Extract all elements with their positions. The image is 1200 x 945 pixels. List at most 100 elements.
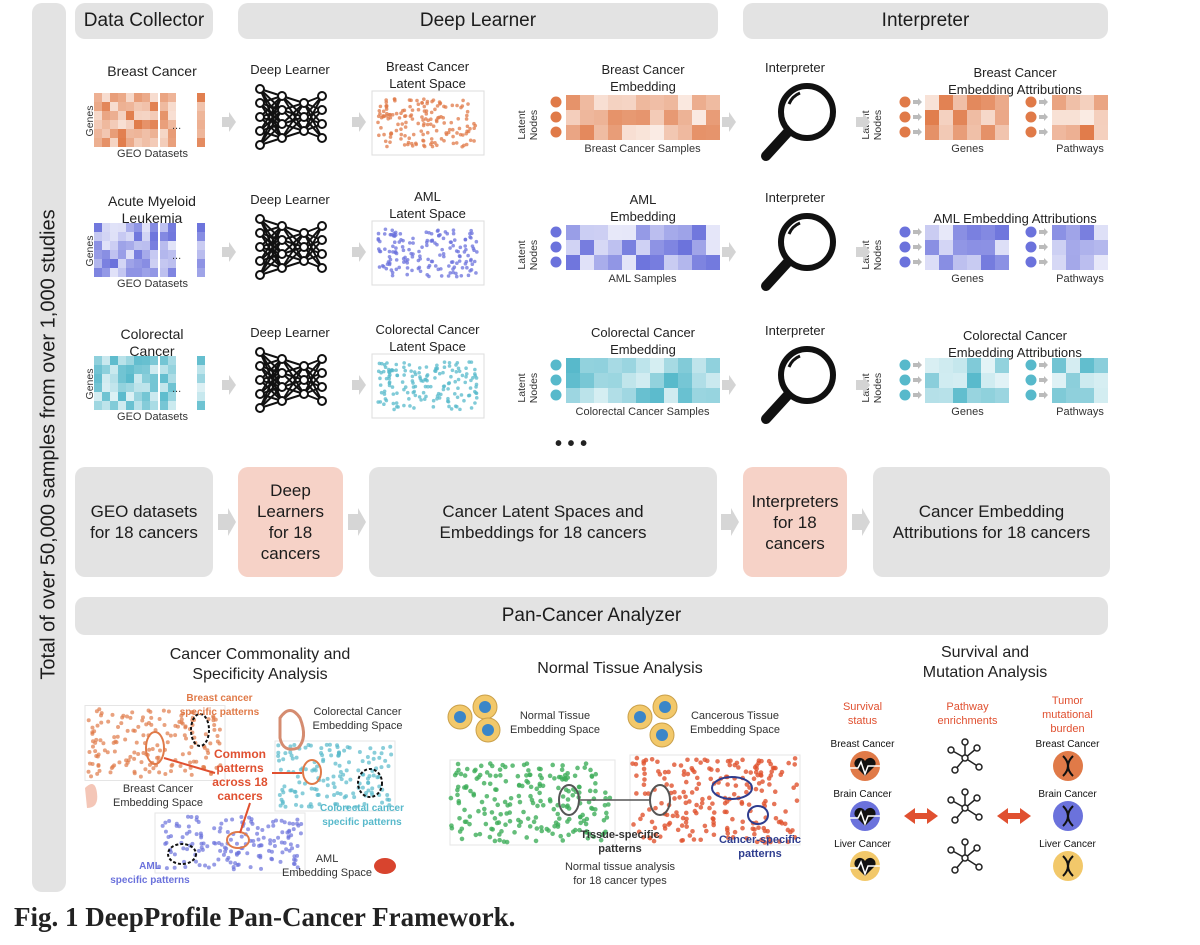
latent-space-label: Breast Cancer Latent Space [385,59,470,91]
cancer-ellipse [747,805,769,825]
tmb-cancer-label: Breast Cancer [1035,739,1100,750]
interpreter-label: Interpreter [765,190,825,205]
attribution-matrix [899,225,1108,270]
node-dot [550,389,562,401]
commonality-title: Cancer Commonality and Specificity Analy… [169,646,351,683]
normal-title: Normal Tissue Analysis [537,660,703,677]
pattern-ellipse [302,759,322,785]
colorectal-specific-label: Colorectal cancer specific patterns [320,803,404,828]
geo-datasets-label: GEO Datasets [117,148,188,160]
matrix-ellipsis: ... [172,250,181,262]
magnifier-icon [761,346,836,424]
survival-status-label: Survival status [842,701,883,727]
common-arrow [163,757,216,774]
cancer-name: Acute Myeloid Leukemia [108,193,196,226]
flow-arrow [722,112,736,132]
geo-datasets-label: GEO Datasets [117,278,188,290]
genes-label-2: Genes [951,406,984,418]
normal-space-label: Normal Tissue Embedding Space [510,710,600,736]
latent-space-label: Colorectal Cancer Latent Space [375,322,480,354]
row-graphics: ... [94,83,1108,161]
flow-arrow [352,242,366,262]
aml-space-label: AML Embedding Space [282,853,372,879]
latent-scatter [371,220,485,286]
embedding-label: Colorectal Cancer Embedding [590,325,696,357]
survival-graphic [850,738,1083,881]
magnifier-icon [761,213,836,291]
header-deep-learner: Deep Learner [238,3,718,39]
gene-matrix [94,356,205,410]
node-dot [550,126,562,138]
tissue-specific-label: Tissue-specific patterns [580,829,660,855]
flow-arrow [222,112,236,132]
flow-arrow [856,112,870,132]
colon-organ-icon [278,709,305,751]
neural-net-icon [255,84,327,150]
deep-learner-label: Deep Learner [250,62,330,77]
cancer-name: Breast Cancer [107,63,197,79]
tmb-cancer-label: Brain Cancer [1038,789,1097,800]
deep-learner-label: Deep Learner [250,325,330,340]
normal-graphic [447,694,801,846]
common-arrow [239,802,251,834]
genes-label-2: Genes [951,273,984,285]
network-icon [947,838,983,874]
header-interpreter: Interpreter [743,3,1108,39]
flow-arrow [222,375,236,395]
breast-space-label: Breast Cancer Embedding Space [113,783,203,809]
flow-arrow [352,375,366,395]
flow-arrow [222,242,236,262]
flow-arrow [722,375,736,395]
pathways-label: Pathways [1056,143,1104,155]
side-bar: Total of over 50,000 samples from over 1… [32,3,66,892]
double-arrow [904,808,938,824]
summary-deep-learners: Deep Learners for 18 cancers [238,467,343,577]
flow-arrow [722,242,736,262]
deep-learner-label: Deep Learner [250,192,330,207]
samples-label: AML Samples [608,273,677,285]
pathways-label: Pathways [1056,406,1104,418]
node-dot [550,96,562,108]
embedding-label: Breast Cancer Embedding [601,62,685,94]
row-ellipsis: • • • [555,433,588,455]
pattern-ellipse [145,731,165,765]
network-icon [947,788,983,824]
tmb-label: Tumor mutational burden [1042,695,1093,735]
embedding-label: AML Embedding [610,192,676,224]
flow-arrow [352,112,366,132]
summary-geo: GEO datasets for 18 cancers [75,467,213,577]
node-dot [550,374,562,386]
matrix-ellipsis: ... [172,120,181,132]
node-dot [550,359,562,371]
samples-label: Colorectal Cancer Samples [575,406,710,418]
attributions-label: Breast Cancer Embedding Attributions [948,65,1082,97]
embedding-matrix [550,95,720,140]
node-dot [550,226,562,238]
pattern-ellipse [190,713,210,747]
survival-cancer-label: Breast Cancer [830,739,895,750]
aml-specific-label: AML specific patterns [110,861,190,886]
double-arrow [997,808,1031,824]
pattern-ellipse [167,843,197,865]
blood-cell-icon [374,858,396,874]
node-dot [550,241,562,253]
survival-cancer-label: Brain Cancer [833,789,892,800]
neural-net-icon [255,214,327,280]
attribution-matrix [899,95,1108,140]
tissue-ellipse [649,784,671,816]
breast-specific-label: Breast cancer specific patterns [179,693,260,718]
interpreter-label: Interpreter [765,323,825,338]
tmb-cancer-label: Liver Cancer [1039,839,1096,850]
pathways-label: Pathways [1056,273,1104,285]
commonality-graphic [84,705,396,874]
flow-arrow [856,242,870,262]
row-graphics: ... [94,346,1108,424]
network-icon [947,738,983,774]
embedding-matrix [550,358,720,403]
neural-net-icon [255,347,327,413]
matrix-ellipsis: ... [172,383,181,395]
normal-footer-label: Normal tissue analysis for 18 cancer typ… [564,861,676,887]
breast-organ-icon [85,784,98,808]
node-dot [550,256,562,268]
latent-scatter [371,353,485,419]
